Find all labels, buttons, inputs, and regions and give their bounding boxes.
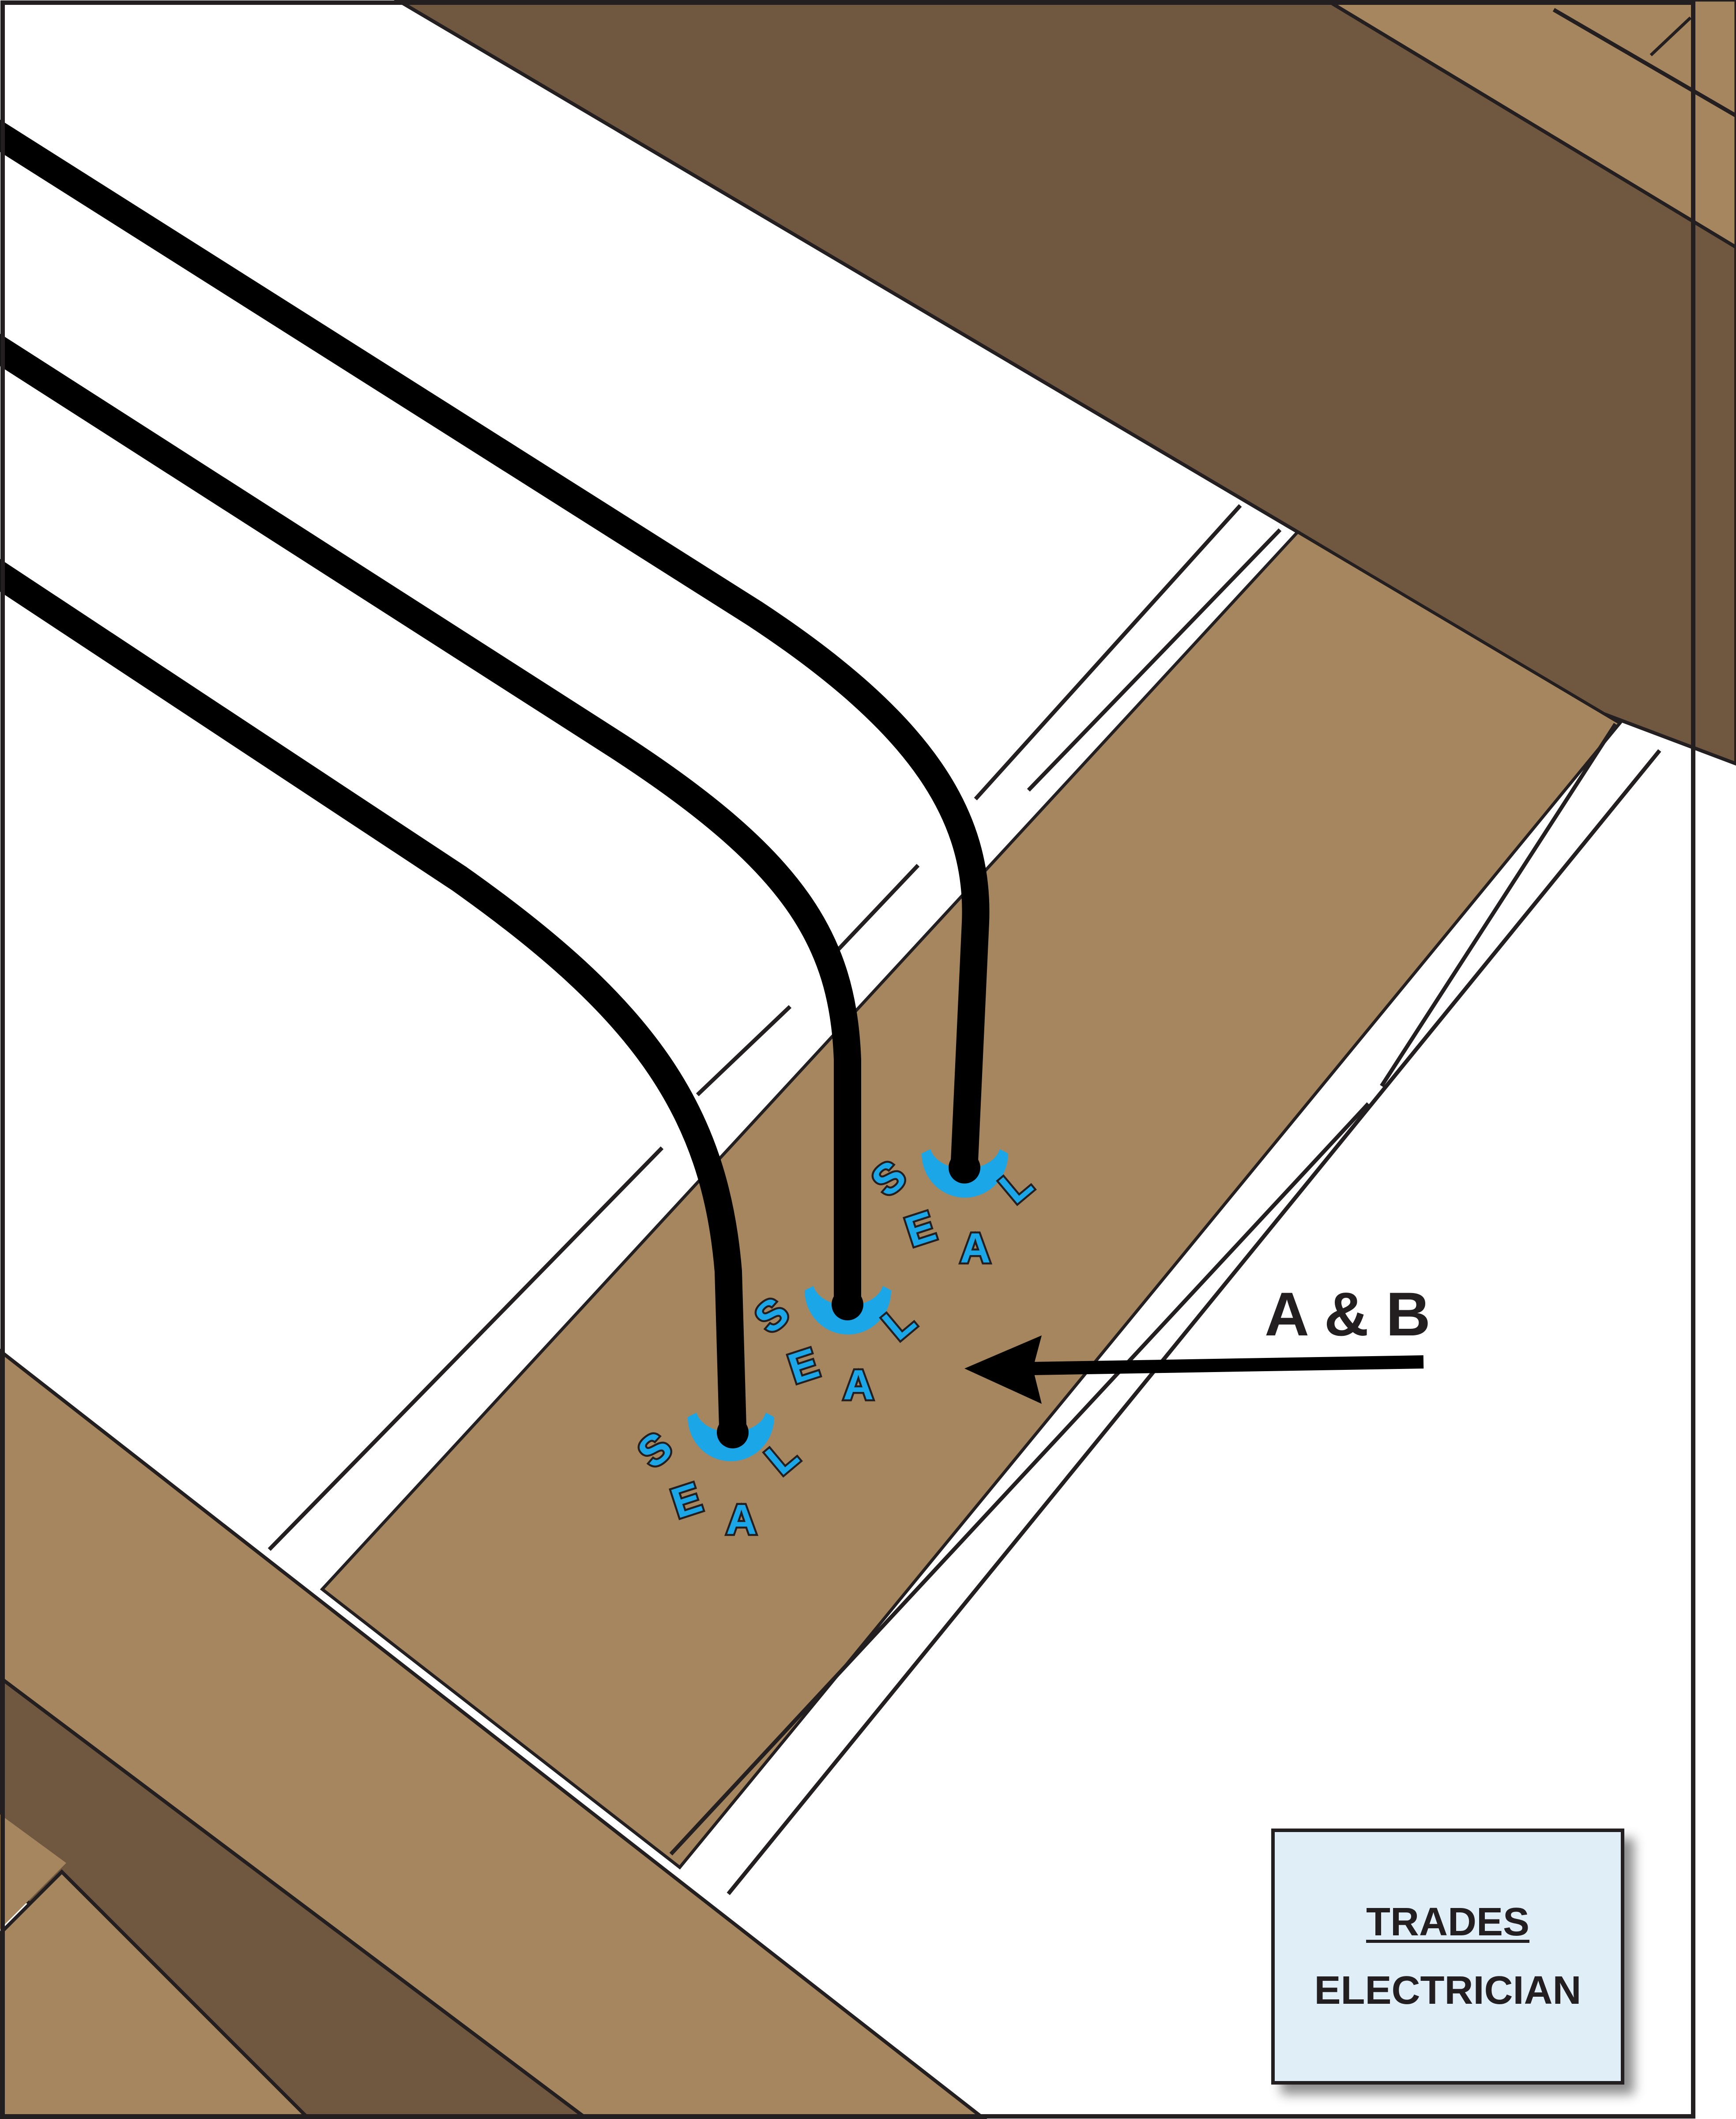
joist-top-right-edge bbox=[1552, 8, 1736, 117]
joist-bottom-left-dark bbox=[0, 1675, 590, 2119]
diagram-frame bbox=[0, 0, 1695, 2119]
badge-line-trades: TRADES bbox=[1366, 1900, 1530, 1944]
badge-line-electrician: ELECTRICIAN bbox=[1314, 1968, 1582, 2013]
joist-bottom-corner-light bbox=[0, 1869, 312, 2119]
cable-1 bbox=[0, 559, 746, 1440]
trades-badge: TRADES ELECTRICIAN bbox=[1271, 1829, 1624, 2085]
cable-ends bbox=[717, 1152, 980, 1448]
seal-letter-a: A bbox=[843, 1361, 874, 1409]
cable-end-2 bbox=[832, 1289, 863, 1320]
arrow-head-icon bbox=[964, 1335, 1042, 1404]
seal-letter-a: A bbox=[960, 1225, 990, 1272]
callout-arrow bbox=[964, 1335, 1424, 1404]
cables bbox=[0, 119, 990, 1440]
joist-top-right-edge-2 bbox=[1649, 16, 1692, 57]
seal-letter-a: A bbox=[726, 1496, 757, 1543]
cable-end-1 bbox=[717, 1417, 749, 1448]
joist-bottom-left-corner bbox=[0, 1814, 66, 1929]
cable-end-3 bbox=[949, 1152, 980, 1184]
cable-3 bbox=[0, 119, 990, 1175]
callout-label: A & B bbox=[1265, 1279, 1431, 1349]
top-plate-joist bbox=[320, 530, 1623, 1870]
joist-bottom-left-light bbox=[0, 1348, 987, 2119]
cable-2 bbox=[0, 333, 861, 1312]
sealant-caps-fill bbox=[691, 1151, 1005, 1456]
sheathing-gap-lines bbox=[267, 504, 1661, 1895]
